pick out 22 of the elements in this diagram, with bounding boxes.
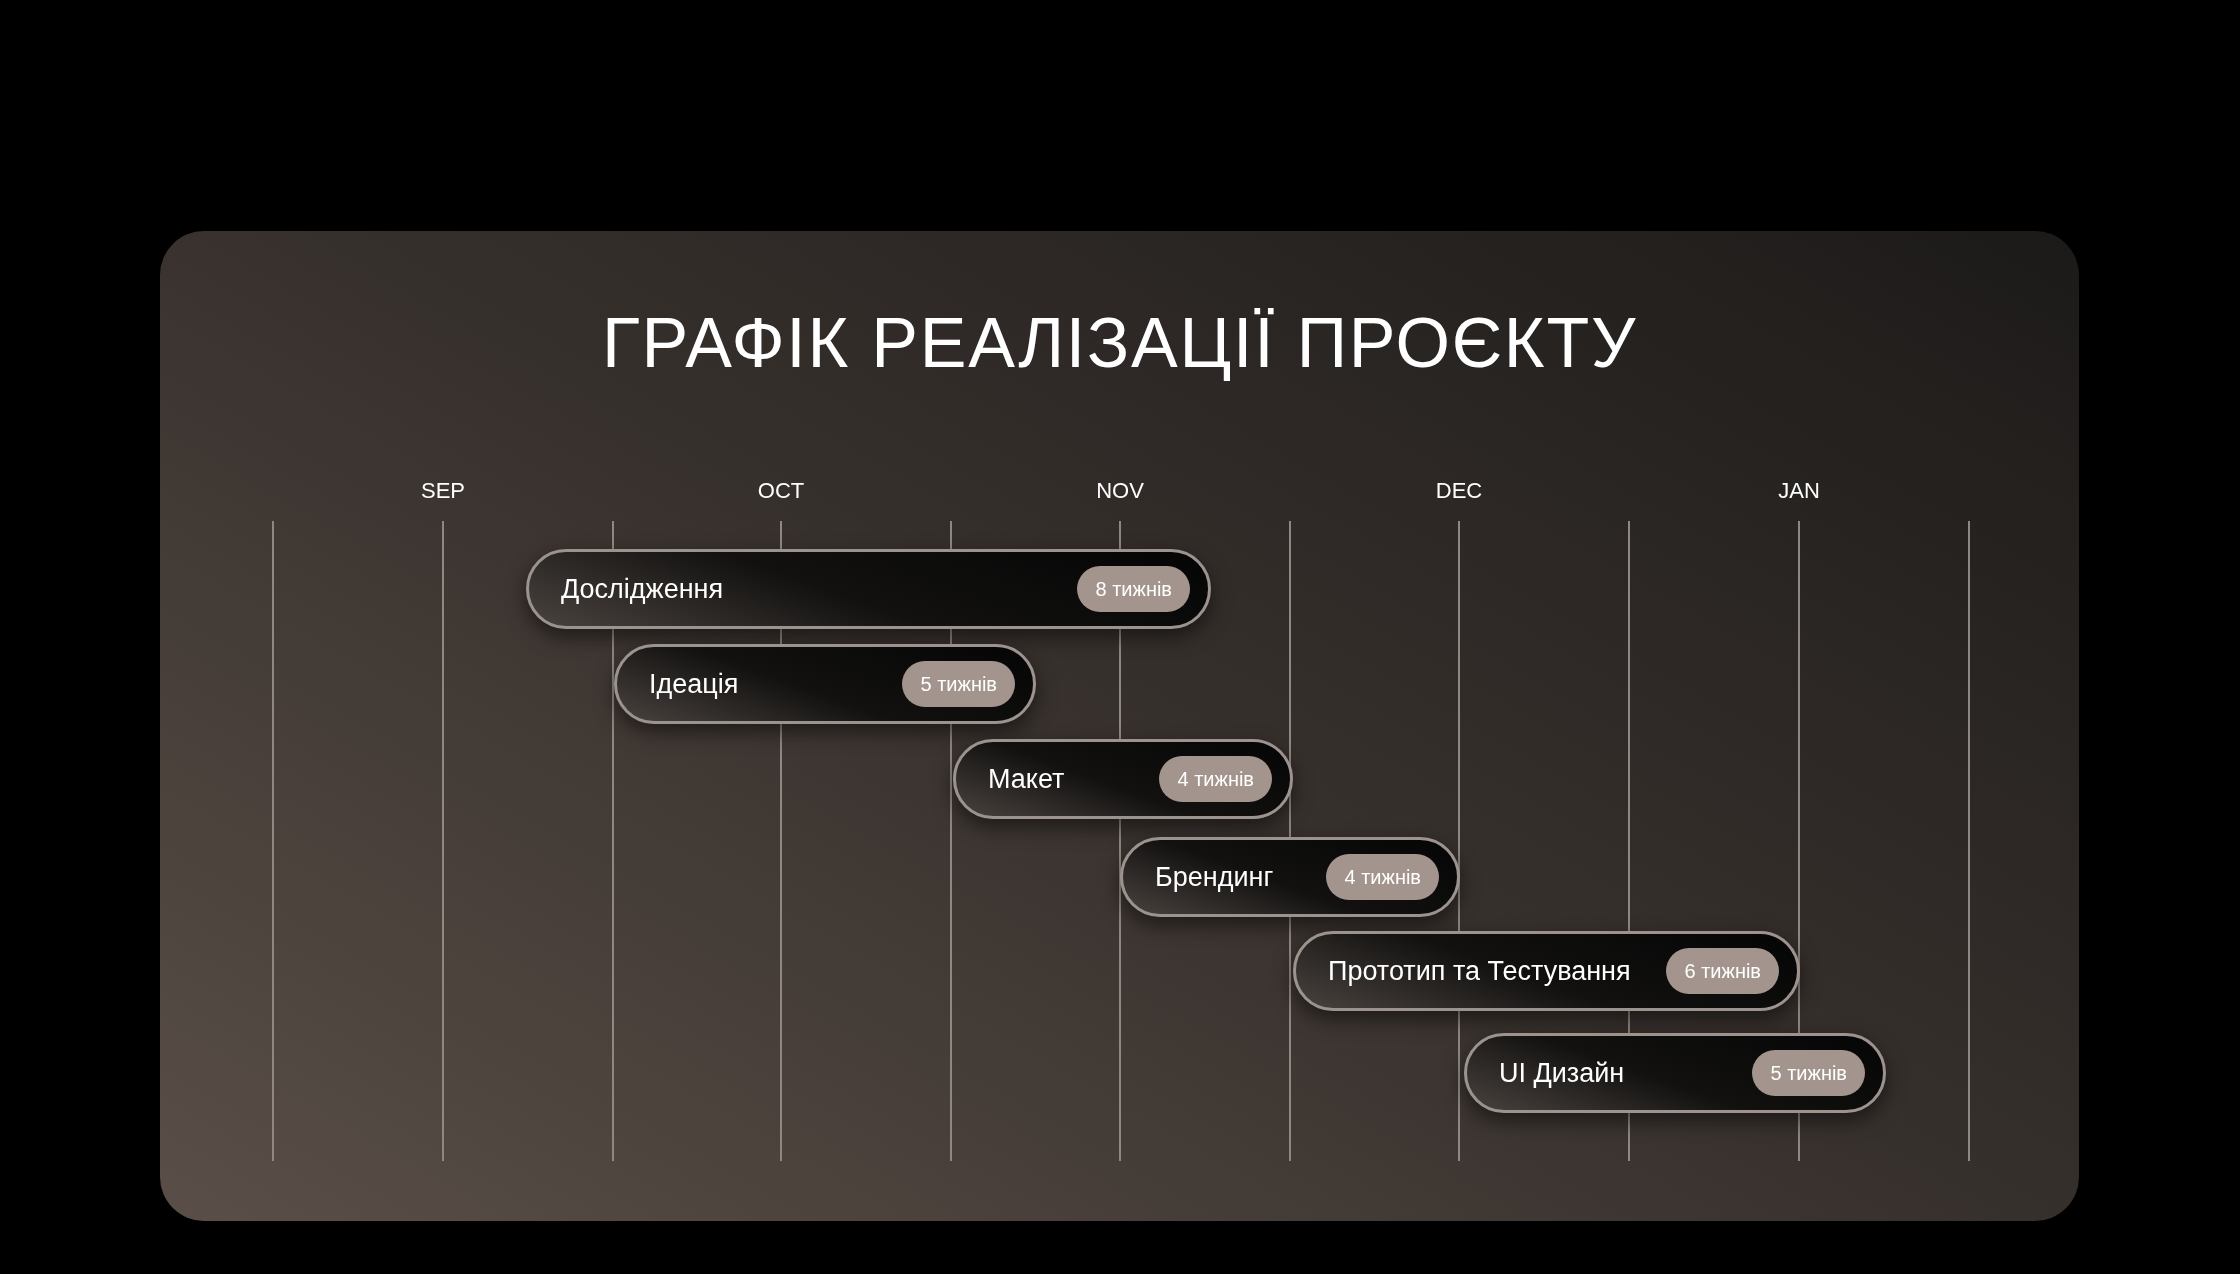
timeline-bar [1120, 837, 1460, 917]
month-label: NOV [1095, 477, 1145, 505]
month-label: DEC [1434, 477, 1484, 505]
duration-badge: 4 тижнів [1326, 854, 1439, 900]
duration-badge: 6 тижнів [1666, 948, 1779, 994]
task-name: UI Дизайн [1499, 1056, 1625, 1090]
duration-badge: 8 тижнів [1077, 566, 1190, 612]
duration-badge: 4 тижнів [1159, 756, 1272, 802]
title: ГРАФІК РЕАЛІЗАЦІЇ ПРОЄКТУ [600, 303, 1639, 384]
timeline-bar [614, 644, 1036, 724]
duration-badge: 5 тижнів [1752, 1050, 1865, 1096]
month-label: OCT [756, 477, 806, 505]
task-name: Брендинг [1155, 860, 1274, 894]
task-name: Ідеація [649, 667, 739, 701]
timeline-bar [1293, 931, 1800, 1011]
task-name: Дослідження [561, 572, 724, 606]
duration-badge: 5 тижнів [902, 661, 1015, 707]
task-name: Прототип та Тестування [1328, 954, 1631, 988]
task-name: Макет [988, 762, 1065, 796]
month-label: SEP [420, 477, 466, 505]
month-label: JAN [1777, 477, 1821, 505]
timeline-bar [953, 739, 1293, 819]
